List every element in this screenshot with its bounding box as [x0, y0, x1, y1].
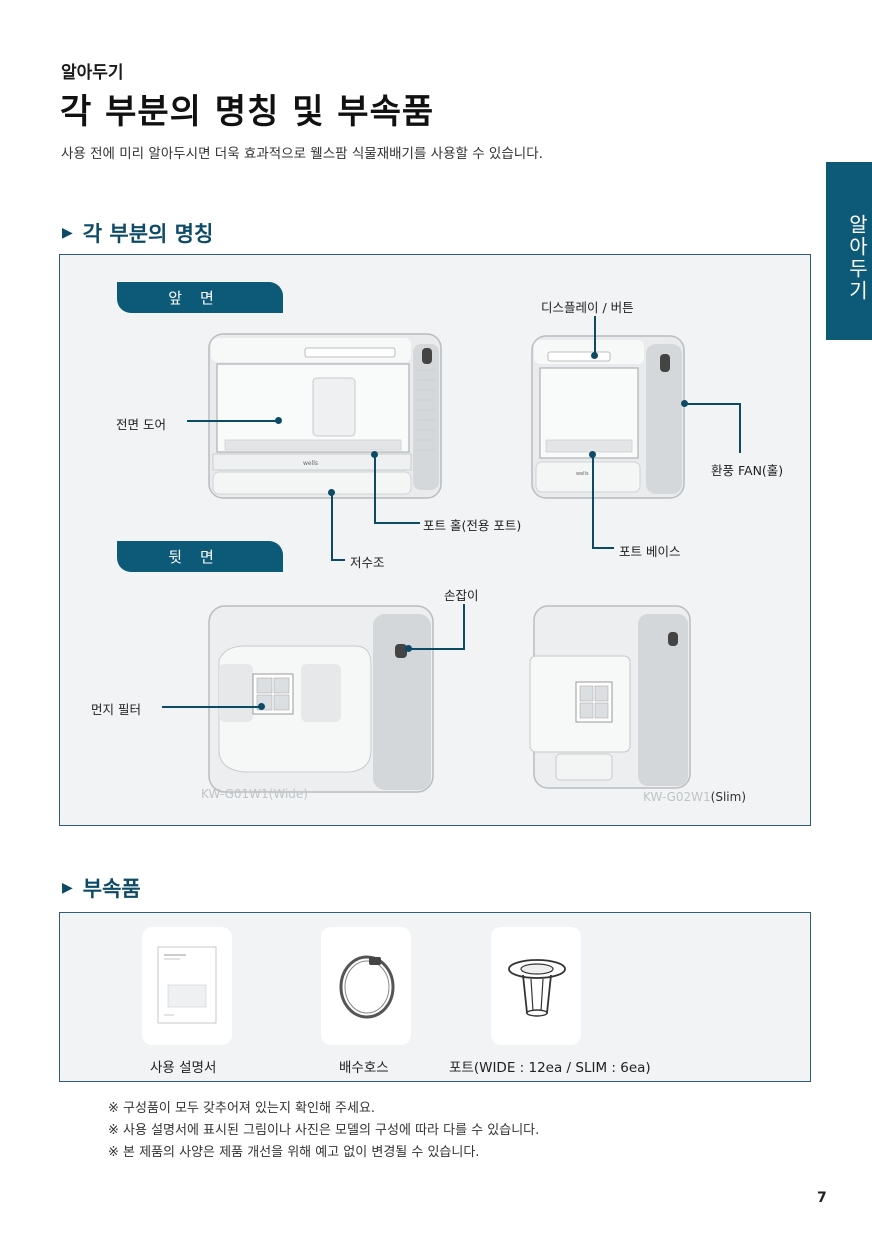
note-item: ※ 사용 설명서에 표시된 그림이나 사진은 모델의 구성에 따라 다를 수 있…: [108, 1123, 540, 1138]
handle-callout-dot: [405, 645, 412, 652]
handle-callout-line-v: [463, 604, 465, 650]
drain-hose-icon: [339, 955, 395, 1019]
potbase-callout-line-v: [592, 455, 594, 549]
label-pot-base: 포트 베이스: [619, 544, 681, 559]
parts-section-title: 각 부분의 명칭: [82, 222, 214, 246]
parts-section-heading: ▶ 각 부분의 명칭: [62, 218, 213, 248]
pothole-callout-line-h: [374, 522, 420, 524]
reservoir-callout-dot: [328, 489, 335, 496]
model-slim-prefix: KW-G02W1: [643, 790, 711, 804]
filter-callout-line: [162, 706, 260, 708]
display-callout-line: [594, 316, 596, 354]
accessories-section-heading: ▶ 부속품: [62, 873, 141, 903]
label-front-door: 전면 도어: [116, 417, 166, 432]
front-view-pill: 앞면: [117, 282, 283, 313]
page-kicker: 알아두기: [61, 63, 124, 83]
note-item: ※ 본 제품의 사양은 제품 개선을 위해 예고 없이 변경될 수 있습니다.: [108, 1145, 480, 1160]
accessory-label-pot: 포트(WIDE : 12ea / SLIM : 6ea): [449, 1060, 651, 1076]
slim-back-illustration: [529, 605, 691, 789]
label-handle: 손잡이: [444, 588, 479, 603]
accessory-label-hose: 배수호스: [339, 1060, 389, 1076]
reservoir-callout-line-h: [331, 559, 345, 561]
model-wide-label: KW-G01W1(Wide): [201, 787, 308, 801]
wide-front-brand-text: wells: [303, 460, 318, 467]
fan-callout-dot: [681, 400, 688, 407]
model-slim-label: KW-G02W1(Slim): [643, 790, 746, 804]
reservoir-callout-line-v: [331, 492, 333, 561]
page-number: 7: [817, 1190, 827, 1206]
pot-icon: [508, 959, 566, 1017]
triangle-right-icon: ▶: [62, 880, 73, 896]
display-callout-dot: [591, 352, 598, 359]
fan-callout-line-h: [686, 403, 740, 405]
notes-list: ※ 구성품이 모두 갖추어져 있는지 확인해 주세요. ※ 사용 설명서에 표시…: [108, 1098, 539, 1164]
manual-booklet-icon: [157, 946, 217, 1024]
side-chapter-tab: 알아두기: [826, 162, 872, 340]
potbase-callout-dot: [589, 451, 596, 458]
label-pot-hole: 포트 홀(전용 포트): [423, 518, 522, 533]
wide-front-illustration: wells: [208, 333, 442, 499]
model-slim-suffix: (Slim): [710, 790, 747, 804]
wide-back-illustration: [208, 605, 434, 793]
accessories-section-title: 부속품: [82, 877, 141, 901]
pot-card: [491, 927, 581, 1045]
label-display-button: 디스플레이 / 버튼: [541, 300, 634, 315]
slim-front-illustration: wells: [531, 335, 685, 499]
accessory-label-manual: 사용 설명서: [150, 1060, 217, 1076]
potbase-callout-line-h: [592, 547, 614, 549]
page-title: 각 부분의 명칭 및 부속품: [60, 92, 435, 132]
back-view-pill: 뒷면: [117, 541, 283, 572]
fan-callout-line-v: [739, 403, 741, 453]
filter-callout-dot: [258, 703, 265, 710]
manual-card: [142, 927, 232, 1045]
page-subtitle: 사용 전에 미리 알아두시면 더욱 효과적으로 웰스팜 식물재배기를 사용할 수…: [61, 146, 543, 162]
door-callout-dot: [275, 417, 282, 424]
door-callout-line: [187, 420, 277, 422]
hose-card: [321, 927, 411, 1045]
handle-callout-line-h: [408, 648, 465, 650]
label-dust-filter: 먼지 필터: [91, 702, 141, 717]
label-reservoir: 저수조: [350, 555, 385, 570]
triangle-right-icon: ▶: [62, 225, 73, 241]
slim-front-brand-text: wells: [576, 471, 589, 477]
pothole-callout-line-v: [374, 455, 376, 524]
note-item: ※ 구성품이 모두 갖추어져 있는지 확인해 주세요.: [108, 1101, 376, 1116]
label-fan-hole: 환풍 FAN(홀): [711, 463, 784, 478]
pothole-callout-dot: [371, 451, 378, 458]
